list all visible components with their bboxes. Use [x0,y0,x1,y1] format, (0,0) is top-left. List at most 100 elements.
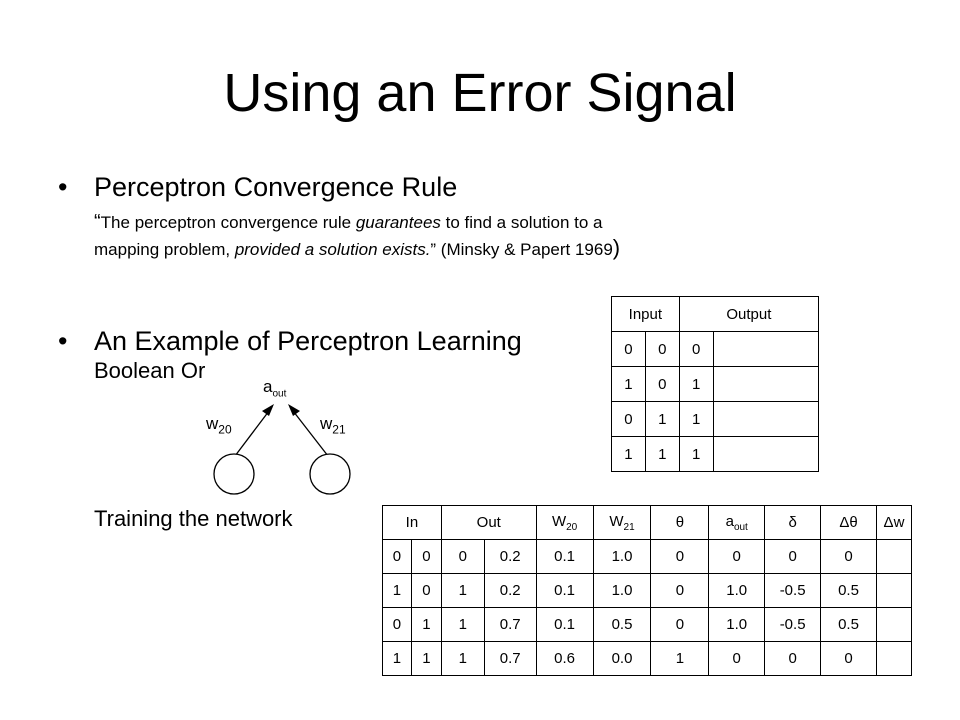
table-cell: 0 [820,539,877,574]
table-cell: 0 [708,641,766,676]
quote-emphasis-guarantees: guarantees [355,213,441,232]
table-cell-empty [875,539,913,574]
arrowhead-right [288,404,300,416]
bullet-label: An Example of Perceptron Learning [94,326,522,356]
header-w21: W21 [592,505,652,540]
minsky-papert-quote: “The perceptron convergence rule guarant… [94,210,634,262]
quote-open-mark: “ [94,211,101,233]
quote-emphasis-provided: provided a solution exists. [234,240,431,259]
bullet-label: Perceptron Convergence Rule [94,172,458,202]
table-header-row: In Out W20 W21 θ aout δ Δθ Δw [382,505,913,540]
header-aout-base: a [725,512,734,530]
weight-label-w21: w21 [320,414,346,439]
bullet-dot: • [58,172,68,202]
header-w20: W20 [535,505,594,540]
table-cell: 0 [650,573,710,608]
table-cell: 0 [644,331,680,367]
quote-close-paren: ) [612,235,621,260]
table-cell: 1 [440,641,485,676]
training-table: In Out W20 W21 θ aout δ Δθ Δw 0 0 0 0.2 … [382,505,913,676]
edge-left-to-output [234,406,273,457]
arrowhead-left [262,404,274,416]
table-cell: 1 [382,573,412,608]
table-cell: 0 [764,641,822,676]
table-cell-empty [875,607,913,642]
header-w21-sub: 21 [623,521,635,533]
table-cell: 0.2 [483,539,537,574]
table-cell: 0 [820,641,877,676]
table-cell: 1 [611,436,646,472]
table-header-row: Input Output [611,296,820,332]
header-aout: aout [708,505,766,540]
table-cell: 1 [678,366,714,402]
bullet-dot: • [58,326,68,356]
subheading-training: Training the network [94,506,293,531]
table-cell-empty [875,641,913,676]
table-row: 1 1 1 0.7 0.6 0.0 1 0 0 0 [382,641,913,676]
table-cell: 0 [678,331,714,367]
header-delta-theta: Δθ [820,505,877,540]
table-cell: 0.5 [820,607,877,642]
edge-right-to-output [289,406,329,457]
table-cell-empty [712,366,820,402]
table-cell: 1 [678,436,714,472]
table-cell: 0 [644,366,680,402]
table-cell: 0 [611,331,646,367]
table-cell: 0.6 [535,641,594,676]
table-cell: 0.5 [820,573,877,608]
quote-part-2: to find a solution to a mapping problem, [94,213,603,259]
header-w21-base: W [609,512,624,530]
table-cell: 0.7 [483,641,537,676]
weight-label-w20-sub: 20 [218,422,232,437]
table-row: 0 1 1 0.7 0.1 0.5 0 1.0 -0.5 0.5 [382,607,913,642]
table-cell: 1.0 [708,573,766,608]
table-row: 0 0 0 0.2 0.1 1.0 0 0 0 0 [382,539,913,574]
header-in: In [382,505,442,540]
weight-label-w20-base: w [206,414,219,433]
table-cell: 1.0 [592,539,652,574]
table-cell: 0.2 [483,573,537,608]
table-cell: 1 [678,401,714,437]
table-cell: 1 [440,573,485,608]
table-cell: 1.0 [592,573,652,608]
weight-label-w20: w20 [206,414,232,439]
header-delta: δ [764,505,822,540]
table-cell-empty [875,573,913,608]
table-cell: 0.1 [535,539,594,574]
table-cell-empty [712,331,820,367]
header-theta: θ [650,505,710,540]
slide-title: Using an Error Signal [223,63,737,123]
table-cell-empty [712,401,820,437]
table-cell: 0 [440,539,485,574]
table-cell: 0 [382,607,412,642]
table-cell: 1 [611,366,646,402]
table-cell: 0 [650,607,710,642]
output-node-label-base: a [263,377,273,396]
table-cell: 1 [644,401,680,437]
table-cell: 0 [708,539,766,574]
table-cell: -0.5 [764,607,822,642]
table-cell-empty [712,436,820,472]
header-aout-sub: out [733,521,748,533]
table-cell: 1 [644,436,680,472]
weight-label-w21-base: w [320,414,333,433]
table-row: 0 1 1 [611,401,820,437]
table-cell: 0.7 [483,607,537,642]
table-cell: 0 [410,573,442,608]
table-cell: 1 [410,607,442,642]
output-node-label-sub: out [272,388,287,400]
table-cell: -0.5 [764,573,822,608]
header-output: Output [678,296,820,332]
header-input: Input [611,296,680,332]
output-node-label: aout [263,377,286,404]
quote-part-1: The perceptron convergence rule [100,213,356,232]
table-cell: 1 [382,641,412,676]
table-row: 1 1 1 [611,436,820,472]
table-cell: 1.0 [708,607,766,642]
header-out: Out [440,505,537,540]
table-cell: 0 [410,539,442,574]
subheading-boolean-or: Boolean Or [94,358,206,383]
table-cell: 0 [382,539,412,574]
input-node-left [213,453,255,495]
